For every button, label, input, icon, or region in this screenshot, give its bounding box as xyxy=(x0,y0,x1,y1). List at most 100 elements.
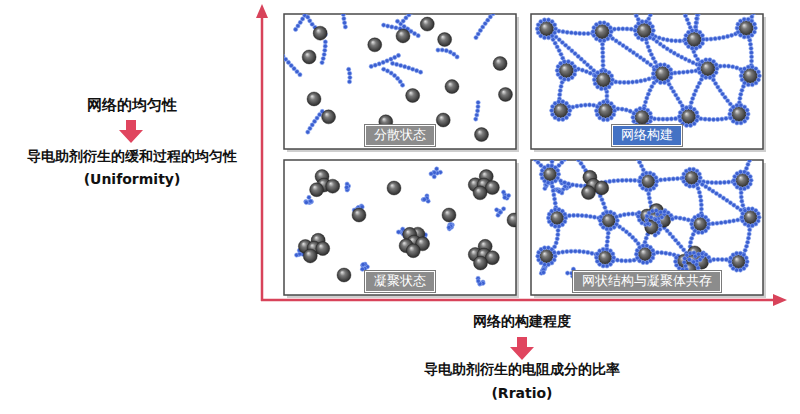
conductive-dot xyxy=(701,37,705,41)
conductive-dot xyxy=(746,236,750,240)
conductive-dot xyxy=(582,250,586,254)
conductive-dot xyxy=(605,239,609,243)
conductive-dot xyxy=(687,258,691,262)
conductive-dot xyxy=(568,108,572,112)
conductive-dot xyxy=(698,71,702,75)
conductive-dot xyxy=(665,38,669,42)
conductive-dot xyxy=(694,89,698,93)
conductive-dot xyxy=(343,25,347,29)
conductive-dot xyxy=(566,182,570,186)
conductive-dot xyxy=(377,62,381,66)
conductive-dot xyxy=(713,37,717,41)
conductive-dot xyxy=(678,39,682,43)
conductive-dot xyxy=(575,183,579,187)
conductive-dot xyxy=(661,117,665,121)
conductive-dot xyxy=(572,64,576,68)
conductive-dot xyxy=(646,45,650,49)
conductive-dot xyxy=(735,26,739,30)
conductive-dot xyxy=(382,23,386,27)
conductive-dot xyxy=(399,63,403,67)
conductive-dot xyxy=(639,79,643,83)
conductive-dot xyxy=(651,28,655,32)
conductive-dot xyxy=(694,21,698,25)
conductive-dot xyxy=(617,27,621,31)
conductive-dot xyxy=(422,197,426,201)
conductive-dot xyxy=(700,33,704,37)
axis-label: 导电助剂衍生的电阻成分的比率 xyxy=(424,361,620,379)
conductive-dot xyxy=(573,68,577,72)
panel xyxy=(284,14,516,149)
conductive-dot xyxy=(553,201,557,205)
conductive-dot xyxy=(695,111,699,115)
conductive-dot xyxy=(699,207,703,211)
conductive-dot xyxy=(643,100,647,104)
conductive-dot xyxy=(681,14,685,15)
conductive-dot xyxy=(552,197,556,201)
conductive-dot xyxy=(747,232,751,236)
conductive-dot xyxy=(677,71,681,75)
conductive-dot xyxy=(718,181,722,185)
conductive-dot xyxy=(320,61,324,65)
conductive-dot xyxy=(749,59,753,63)
conductive-dot xyxy=(608,26,612,30)
conductive-dot xyxy=(612,179,616,183)
conductive-dot xyxy=(407,14,411,17)
agglomerated-picture xyxy=(294,167,516,286)
conductive-dot xyxy=(584,69,588,73)
conductive-dot xyxy=(557,189,561,193)
conductive-dot xyxy=(669,72,673,76)
carbon-particle xyxy=(406,244,420,258)
conductive-dot xyxy=(592,34,596,38)
conductive-dot xyxy=(696,186,700,190)
conductive-dot xyxy=(605,94,609,98)
conductive-dot xyxy=(695,17,699,21)
conductive-dot xyxy=(447,225,451,229)
conductive-dot xyxy=(744,256,748,260)
conductive-dot xyxy=(386,24,390,28)
conductive-dot xyxy=(395,19,399,23)
conductive-dot xyxy=(756,70,760,74)
conductive-dot xyxy=(670,217,674,221)
conductive-dot xyxy=(669,38,673,42)
conductive-dot xyxy=(556,251,560,255)
axis-label: 网络的构建程度 xyxy=(473,313,571,331)
conductive-dot xyxy=(608,179,612,183)
conductive-dot xyxy=(741,203,745,207)
carbon-particle xyxy=(322,110,336,124)
conductive-dot xyxy=(746,65,750,69)
conductive-dot xyxy=(567,214,571,218)
conductive-dot xyxy=(753,26,757,30)
conductive-dot xyxy=(685,70,689,74)
conductive-dot xyxy=(556,233,560,237)
conductive-dot xyxy=(645,96,649,100)
conductive-dot xyxy=(646,92,650,96)
conductive-dot xyxy=(348,71,352,75)
conductive-dot xyxy=(590,251,594,255)
conductive-dot xyxy=(601,55,605,59)
conductive-dot xyxy=(599,69,603,73)
conductive-dot xyxy=(715,67,719,71)
conductive-dot xyxy=(690,236,694,240)
conductive-dot xyxy=(620,107,624,111)
conductive-dot xyxy=(595,113,599,117)
conductive-dot xyxy=(696,14,700,17)
carbon-particle xyxy=(396,29,410,43)
conductive-dot xyxy=(678,118,682,122)
conductive-dot xyxy=(322,52,326,56)
conductive-dot xyxy=(746,35,750,39)
conductive-dot xyxy=(673,117,677,121)
conductive-dot xyxy=(638,106,642,110)
conductive-dot xyxy=(711,222,715,226)
conductive-dot xyxy=(448,50,452,54)
conductive-dot xyxy=(739,121,743,125)
conductive-dot xyxy=(721,35,725,39)
conductive-dot xyxy=(625,27,629,31)
conductive-dot xyxy=(622,80,626,84)
conductive-dot xyxy=(580,68,584,72)
conductive-dot xyxy=(536,31,540,35)
conductive-dot xyxy=(648,14,652,17)
conductive-dot xyxy=(724,116,728,120)
conductive-dot xyxy=(698,194,702,198)
conductive-dot xyxy=(674,256,678,260)
